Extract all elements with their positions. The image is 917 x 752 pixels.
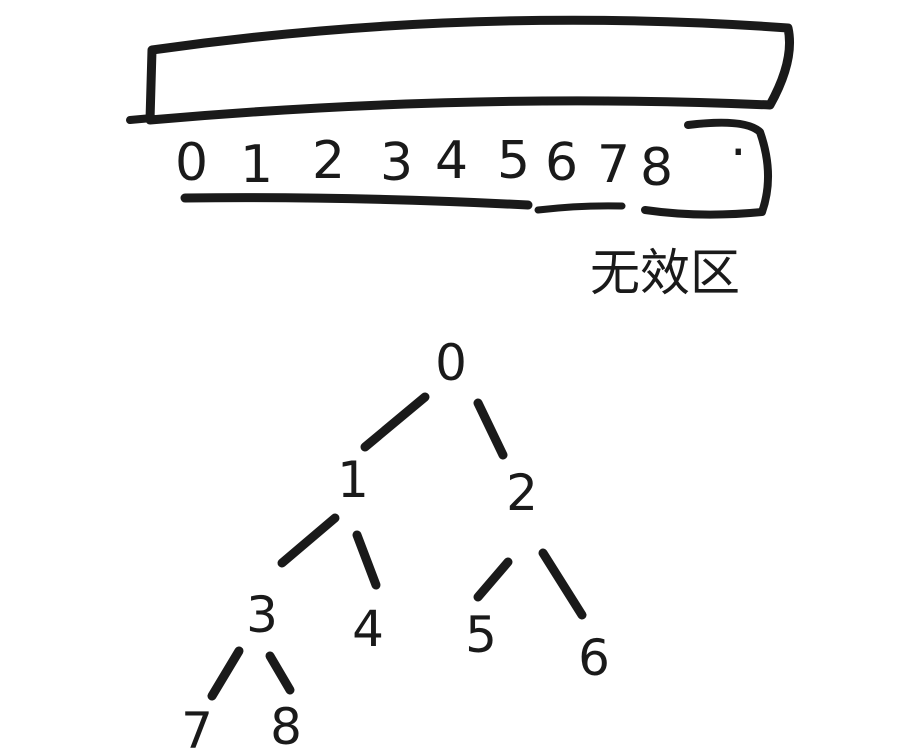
- array-index-5: 5: [497, 131, 530, 191]
- array-index-0: 0: [175, 133, 208, 193]
- array-index-4: 4: [435, 131, 468, 191]
- valid-region-underline: [180, 193, 533, 210]
- tree-edge-3-8: [265, 651, 295, 695]
- array-index-7: 7: [597, 135, 630, 195]
- tree-nodes: 0 1 2 3 4 5 6 7 8: [181, 334, 610, 752]
- array-box: [145, 15, 795, 125]
- tree-edge-0-2: [473, 398, 508, 460]
- array-index-8: 8: [640, 138, 673, 198]
- tree-node-0: 0: [435, 334, 467, 392]
- array-index-1: 1: [240, 135, 273, 195]
- array-box-tail: [126, 114, 156, 124]
- array-index-3: 3: [380, 133, 413, 193]
- tree-node-4: 4: [352, 600, 384, 658]
- tree-edges: [207, 392, 587, 701]
- tree-edge-2-6: [538, 548, 587, 620]
- tree-edge-2-5: [473, 557, 513, 602]
- invalid-region-label: 无效区: [590, 244, 740, 302]
- array-index-6: 6: [545, 133, 578, 193]
- array-trailing-dot: ·: [730, 123, 747, 183]
- tree-node-3: 3: [246, 586, 278, 644]
- tree-node-6: 6: [578, 629, 610, 687]
- tree-edge-1-4: [352, 530, 381, 590]
- tree-edge-1-3: [277, 513, 340, 568]
- tree-node-7: 7: [181, 702, 213, 752]
- tree-edge-0-1: [360, 392, 430, 452]
- invalid-region-bracket: [641, 118, 772, 219]
- tree-node-2: 2: [506, 464, 538, 522]
- tree-node-8: 8: [270, 698, 302, 752]
- tree-node-5: 5: [465, 606, 497, 664]
- array-indices: 0 1 2 3 4 5 6 7 8 ·: [175, 123, 747, 198]
- array-index-2: 2: [312, 131, 345, 191]
- valid-region-underline-tail: [534, 202, 626, 214]
- tree-node-1: 1: [337, 451, 369, 509]
- tree-edge-3-7: [207, 646, 244, 701]
